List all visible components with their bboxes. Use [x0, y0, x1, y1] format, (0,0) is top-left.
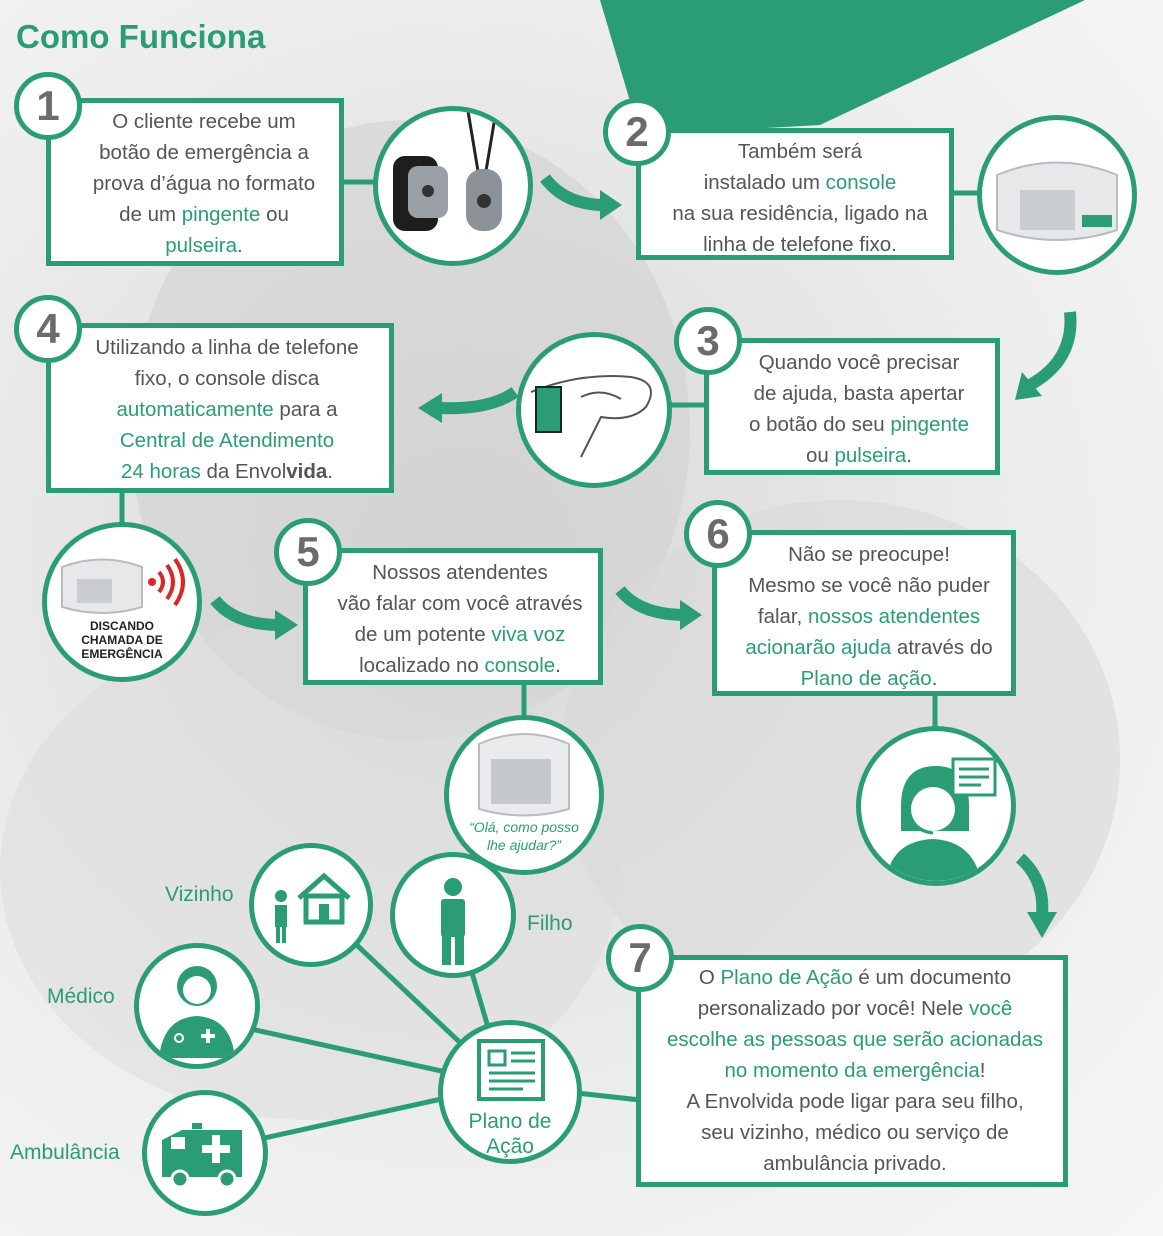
step-2-line: linha de telefone fixo.: [703, 233, 897, 256]
attendant-image: [856, 726, 1016, 886]
step-2-line: Também será: [737, 140, 863, 163]
step-5-line: de um potente viva voz: [354, 623, 566, 646]
step-4-line: fixo, o console disca: [134, 367, 320, 390]
step-7-line: personalizado por você! Nele você: [697, 997, 1013, 1020]
action-plan-document-icon: [477, 1039, 545, 1101]
step-5-line: Nossos atendentes: [372, 561, 548, 584]
step-7-line: O Plano de Ação é um documento: [698, 966, 1012, 989]
speaker-quote: “Olá, como posso lhe ajudar?”: [469, 819, 579, 853]
neighbor-house-icon: [275, 872, 351, 943]
arrow-step2-to-3: [1026, 311, 1077, 391]
step-4-line: 24 horas da Envolvida.: [121, 460, 333, 483]
step-6-number: 6: [684, 500, 752, 568]
step-1-line: pulseira.: [165, 234, 243, 257]
step-6-box: Não se preocupe! Mesmo se você não puder…: [712, 530, 1016, 696]
arrow-step4-to-5: [210, 596, 281, 631]
step-2-number: 2: [603, 98, 671, 166]
step-5-line: localizado no console.: [359, 654, 561, 677]
doctor-icon: [159, 966, 235, 1058]
speaker-console-image: “Olá, como posso lhe ajudar?”: [444, 715, 604, 875]
console-image: [977, 115, 1137, 275]
step-1-line: de um pingente ou: [119, 203, 289, 226]
step-2-box: Também será instalado um console na sua …: [636, 128, 954, 260]
step-5-line: vão falar com você através: [337, 592, 583, 615]
dialing-console-image: DISCANDO CHAMADA DE EMERGÊNCIA: [42, 522, 202, 682]
console-device-icon: [996, 161, 1118, 241]
step-7-line: escolhe as pessoas que serão acionadas: [666, 1028, 1044, 1051]
step-4-box: Utilizando a linha de telefone fixo, o c…: [46, 323, 394, 493]
step-7-line: A Envolvida pode ligar para seu filho,: [686, 1090, 1024, 1113]
step-1-box: O cliente recebe um botão de emergência …: [46, 98, 344, 266]
top-banner-shape: [600, 0, 1085, 135]
ambulance-icon: [162, 1123, 242, 1189]
arrow-step6-to-7: [1015, 853, 1049, 916]
ambulance-node: [142, 1090, 268, 1216]
finger-pressing-image: [516, 332, 672, 488]
step-7-line: ambulância privado.: [763, 1152, 947, 1175]
step-1-line: prova d’água no formato: [92, 172, 316, 195]
step-7-line: seu vizinho, médico ou serviço de: [701, 1121, 1009, 1144]
step-6-line: Não se preocupe!: [788, 543, 950, 566]
step-3-line: ou pulseira.: [806, 444, 912, 467]
step-3-number: 3: [674, 307, 742, 375]
bracelet-pendant-icon: [393, 111, 502, 231]
doctor-node: [134, 943, 260, 1069]
step-5-number: 5: [274, 518, 342, 586]
neighbor-node: [249, 843, 373, 967]
neighbor-label: Vizinho: [165, 883, 234, 906]
step-4-line: Utilizando a linha de telefone: [95, 336, 359, 359]
dialing-console-icon: [61, 557, 185, 614]
step-4-line: Central de Atendimento: [119, 429, 335, 452]
step-6-line: falar, nossos atendentes: [757, 605, 981, 628]
arrow-step3-to-4: [439, 386, 519, 415]
arrow-step5-to-6: [615, 586, 686, 621]
step-4-line: automaticamente para a: [116, 398, 338, 421]
doctor-label: Médico: [47, 985, 115, 1008]
arrow-step1-to-2: [540, 174, 606, 211]
son-node: [390, 852, 516, 978]
step-2-line: instalado um console: [703, 171, 897, 194]
step-3-line: o botão do seu pingente: [748, 413, 969, 436]
son-label: Filho: [527, 912, 573, 935]
step-2-line: na sua residência, ligado na: [672, 202, 928, 225]
step-1-number: 1: [14, 72, 82, 140]
action-plan-label: Plano de Ação: [468, 1110, 552, 1158]
step-5-box: Nossos atendentes vão falar com você atr…: [303, 548, 603, 685]
hand-pressing-icon: [530, 375, 652, 458]
dialing-caption: DISCANDO CHAMADA DE EMERGÊNCIA: [81, 619, 163, 661]
bracelet-pendant-image: [373, 106, 533, 266]
ambulance-label: Ambulância: [10, 1141, 120, 1164]
step-3-box: Quando você precisar de ajuda, basta ape…: [704, 338, 1000, 475]
speaker-console-icon: [478, 733, 570, 817]
step-7-number: 7: [606, 924, 674, 992]
step-3-line: de ajuda, basta apertar: [753, 382, 965, 405]
son-person-icon: [441, 878, 465, 965]
attendant-headset-icon: [886, 757, 997, 881]
step-6-line: Plano de ação.: [800, 667, 938, 690]
step-6-line: Mesmo se você não puder: [748, 574, 990, 597]
step-4-number: 4: [14, 295, 82, 363]
step-7-box: O Plano de Ação é um documento personali…: [636, 955, 1068, 1187]
action-plan-node: Plano de Ação: [438, 1020, 582, 1164]
step-7-line: no momento da emergência!: [724, 1059, 986, 1082]
step-6-line: acionarão ajuda através do: [745, 636, 993, 659]
page-title: Como Funciona: [16, 18, 266, 55]
step-1-line: O cliente recebe um: [112, 110, 296, 133]
step-3-line: Quando você precisar: [758, 351, 960, 374]
step-1-line: botão de emergência a: [99, 141, 309, 164]
